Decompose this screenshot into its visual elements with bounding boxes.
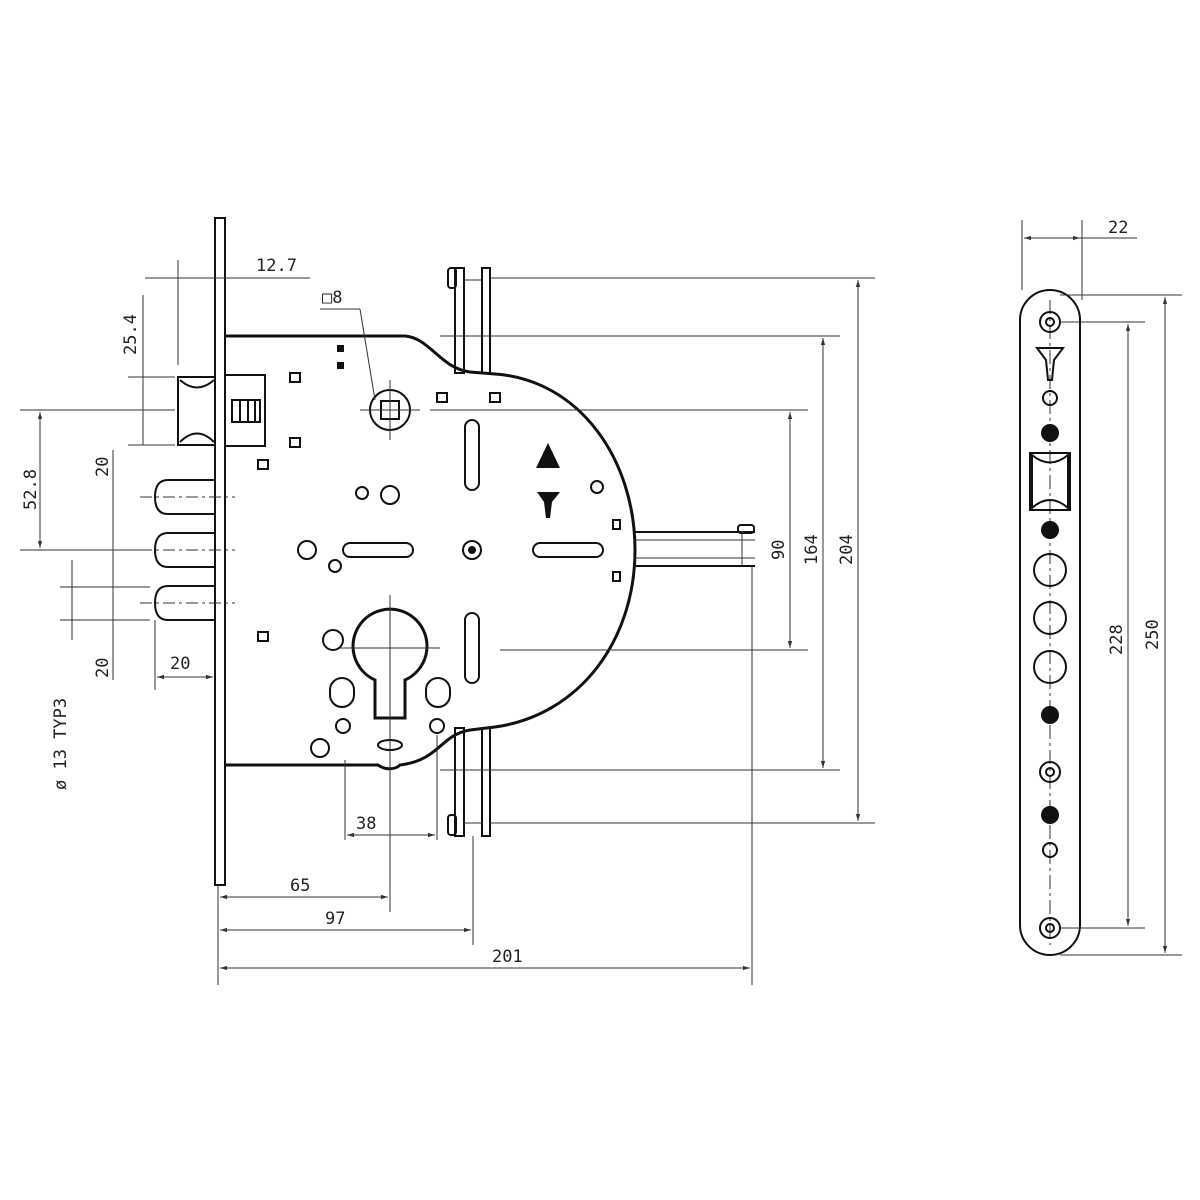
dim-97: 97 — [325, 909, 345, 929]
dim-65: 65 — [290, 876, 310, 896]
dim-20-top: 20 — [93, 457, 113, 477]
dim-204: 204 — [837, 534, 857, 565]
bottom-rod-bracket — [447, 727, 491, 837]
faceplate — [214, 217, 226, 886]
dim-90: 90 — [769, 540, 789, 560]
dim-201: 201 — [492, 947, 523, 967]
strike-dimension-lines — [1021, 220, 1182, 956]
dim-strike-228: 228 — [1107, 624, 1127, 655]
dim-38: 38 — [356, 814, 376, 834]
dim-20-bottom: 20 — [93, 658, 113, 678]
cylinder-cutout — [329, 595, 451, 751]
spindle-hub — [360, 380, 420, 440]
dim-52-8: 52.8 — [21, 469, 41, 510]
dimension-lines — [20, 260, 875, 985]
strike-plate — [1019, 289, 1081, 956]
dim-25-4: 25.4 — [121, 314, 141, 355]
case-holes — [257, 345, 621, 758]
dim-20-throw: 20 — [170, 654, 190, 674]
lock-case — [225, 334, 637, 771]
latch-bolt — [177, 374, 266, 447]
dim-12-7: 12.7 — [256, 256, 297, 276]
deadbolts — [140, 479, 235, 621]
key-logo-icon — [537, 492, 560, 518]
side-rod — [635, 524, 755, 567]
warning-triangle-icon — [536, 443, 560, 468]
dim-164: 164 — [802, 534, 822, 565]
dim-strike-250: 250 — [1143, 619, 1163, 650]
dim-strike-width: 22 — [1108, 218, 1128, 238]
dim-bolt-diameter: ø 13 TYP3 — [51, 698, 71, 790]
dim-square-8: □8 — [322, 288, 342, 308]
top-rod-bracket — [447, 267, 491, 374]
